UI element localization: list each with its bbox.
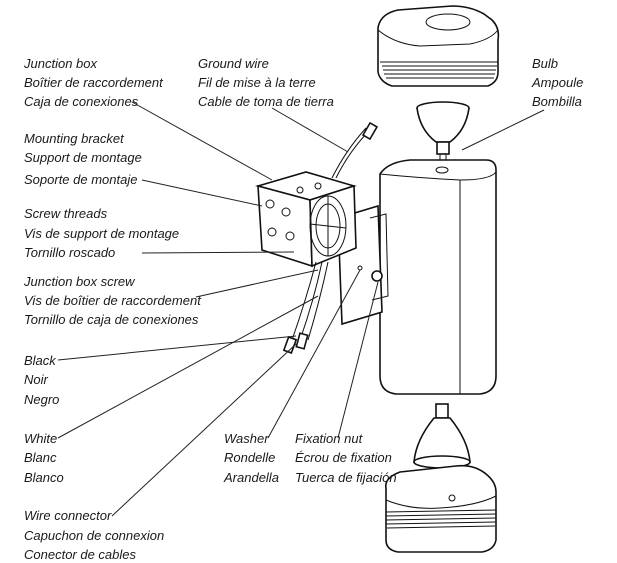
label-ground-wire-es: Cable de toma de tierra [198, 94, 334, 109]
label-junction-box-screw-es: Tornillo de caja de conexiones [24, 312, 199, 327]
label-white-en: White [24, 431, 57, 446]
top-bulb [416, 101, 470, 166]
label-washer-fr: Rondelle [224, 450, 275, 465]
label-screw-threads-fr: Vis de support de montage [24, 226, 179, 241]
label-wire-connector-en: Wire connector [24, 508, 112, 523]
label-black-es: Negro [24, 392, 59, 407]
label-junction-box-fr: Boîtier de raccordement [24, 75, 164, 90]
label-black-fr: Noir [24, 372, 49, 387]
label-junction-box-screw-en: Junction box screw [23, 274, 136, 289]
label-junction-box-screw-fr: Vis de boîtier de raccordement [24, 293, 202, 308]
label-fixation-nut-fr: Écrou de fixation [295, 450, 392, 465]
label-ground-wire-fr: Fil de mise à la terre [198, 75, 316, 90]
leader-lines [57, 101, 545, 517]
label-black-en: Black [24, 353, 57, 368]
label-screw-threads-es: Tornillo roscado [24, 245, 115, 260]
label-fixation-nut-es: Tuerca de fijación [295, 470, 397, 485]
label-washer-en: Washer [224, 431, 269, 446]
bottom-bulb [413, 403, 471, 469]
lamp-housing [379, 159, 497, 395]
label-bulb-en: Bulb [532, 56, 558, 71]
label-ground-wire-en: Ground wire [198, 56, 269, 71]
label-wire-connector-fr: Capuchon de connexion [24, 528, 164, 543]
label-wire-connector-es: Conector de cables [24, 547, 137, 562]
label-fixation-nut-en: Fixation nut [295, 431, 364, 446]
bottom-cap [384, 464, 497, 553]
label-junction-box-en: Junction box [23, 56, 97, 71]
label-white-fr: Blanc [24, 450, 57, 465]
junction-box [255, 171, 357, 268]
label-bulb-es: Bombilla [532, 94, 582, 109]
top-cap [377, 5, 500, 87]
label-washer-es: Arandella [223, 470, 279, 485]
labels: Junction box Boîtier de raccordement Caj… [23, 56, 583, 562]
label-mounting-bracket-en: Mounting bracket [24, 131, 125, 146]
label-white-es: Blanco [24, 470, 64, 485]
label-screw-threads-en: Screw threads [24, 206, 108, 221]
label-mounting-bracket-fr: Support de montage [24, 150, 142, 165]
label-mounting-bracket-es: Soporte de montaje [24, 172, 137, 187]
label-junction-box-es: Caja de conexiones [24, 94, 139, 109]
label-bulb-fr: Ampoule [531, 75, 583, 90]
